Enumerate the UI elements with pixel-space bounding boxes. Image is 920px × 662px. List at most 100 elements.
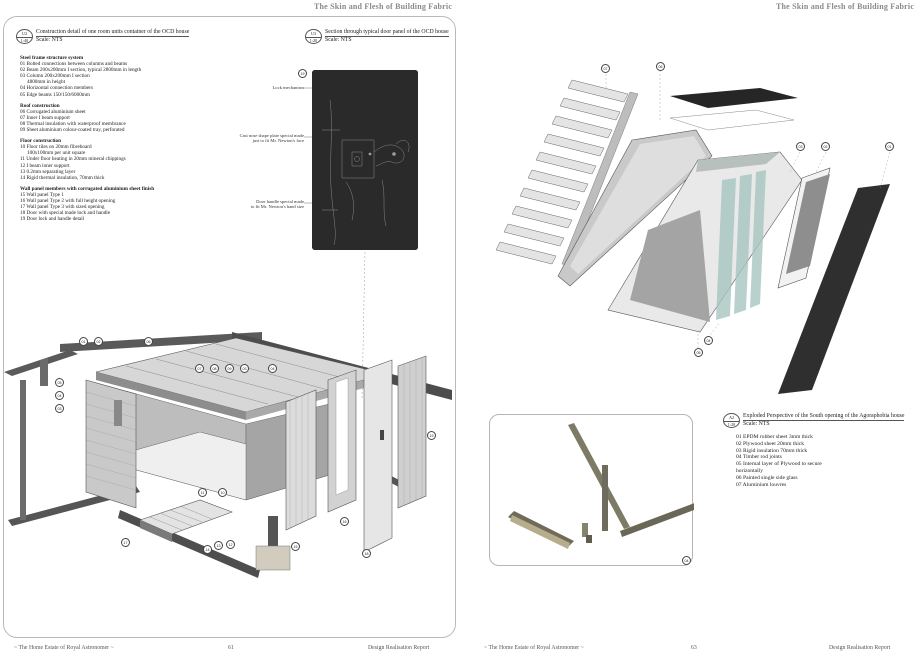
drawing-tag-scale: Scale: NTS	[325, 37, 352, 43]
tag-number: A2	[728, 415, 735, 420]
part-number-marker: 05	[694, 348, 703, 357]
drawing-tag-exploded-perspective: A2 1:20 Exploded Perspective of the Sout…	[723, 413, 905, 428]
legend-heading: Roof construction	[20, 102, 60, 109]
legend-heading: Floor construction	[20, 138, 61, 145]
drawing-tag-title: Exploded Perspective of the South openin…	[743, 413, 905, 419]
right-page: The Skin and Flesh of Building Fabric	[460, 0, 920, 662]
drawing-tag-title: Section through typical door panel of th…	[325, 29, 449, 35]
part-number-marker: 03	[796, 142, 805, 151]
left-page-frame	[3, 16, 456, 638]
legend-item: 02 Beam 200x200mm I section, typical 280…	[20, 67, 142, 74]
legend-item: 04 Horizontal connection members	[20, 85, 94, 92]
tag-rule	[36, 36, 190, 37]
door-lock-sketch	[312, 70, 418, 250]
drawing-tag-badge: A2 1:20	[723, 413, 740, 428]
legend-item: 08 Thermal insulation with waterproof me…	[20, 120, 126, 127]
material-note: 07 Aluminium louvres	[736, 481, 787, 488]
part-number-marker: 08	[210, 364, 219, 373]
legend-item: 07 Inner I beam support	[20, 114, 70, 121]
left-footer-estate: ~ The Home Estate of Royal Astronomer ~	[14, 645, 114, 651]
legend-item: 10 Floor tiles on 20mm fibreboard	[20, 144, 92, 151]
callout-text: Door handle special made	[256, 199, 304, 204]
tag-scale-ratio: 1:40	[20, 38, 29, 43]
material-note: 02 Plywood sheet 20mm thick	[736, 440, 805, 447]
part-number-marker: 06	[144, 337, 153, 346]
part-number-marker: 11	[198, 488, 207, 497]
part-number-marker: 07	[601, 64, 610, 73]
drawing-tag-construction-detail: U2 1:40 Construction detail of one room …	[16, 29, 190, 44]
callout-text: to fit Mr. Newton's hand size	[250, 204, 304, 210]
part-number-marker: 04	[55, 391, 64, 400]
drawing-tag-badge: U2 1:40	[16, 29, 33, 44]
material-note: 04 Timber rod joints	[736, 454, 782, 461]
legend-item: 18 Door with special made lock and handl…	[20, 210, 111, 217]
left-footer-page-number: 61	[228, 645, 234, 651]
right-header-title: The Skin and Flesh of Building Fabric	[776, 2, 915, 11]
part-number-marker: 07	[195, 364, 204, 373]
part-number-marker: 04	[268, 364, 277, 373]
right-footer-report: Design Realisation Report	[829, 645, 891, 651]
material-note: 06 Painted single side glass	[736, 474, 798, 481]
legend-item: 06 Corrugated aluminium sheet	[20, 108, 86, 115]
part-number-marker: 13	[214, 541, 223, 550]
callout-door-handle: Door handle special made to fit Mr. Newt…	[220, 199, 304, 210]
tag-scale-ratio: 1:20	[727, 422, 736, 427]
timber-joint-sketch	[508, 423, 702, 549]
material-notes-list: 01 EPDM rubber sheet 3mm thick 02 Plywoo…	[736, 434, 822, 488]
legend-item: 01 Bolted connections between columns an…	[20, 61, 128, 68]
material-note: horizontally	[736, 467, 764, 474]
drawing-tag-scale: Scale: NTS	[743, 421, 770, 427]
material-note: 03 Rigid insulation 70mm thick	[736, 447, 808, 454]
legend-item: 4800mm in height	[27, 79, 66, 86]
material-note: 05 Internal layer of Plywood to secure	[736, 461, 822, 468]
part-number-marker: 15	[291, 542, 300, 551]
legend-item: 05 Edge beams 150/150/6000mm	[20, 91, 90, 98]
legend-item: 03 Column 200x200mm I section	[20, 73, 90, 80]
part-number-marker: 10	[218, 488, 227, 497]
door-lock-photo	[312, 70, 418, 250]
part-number-marker: 16	[340, 517, 349, 526]
right-footer-estate: ~ The Home Estate of Royal Astronomer ~	[484, 645, 584, 651]
drawing-tag-title: Construction detail of one room units co…	[36, 29, 190, 35]
legend-item: 12 I beam inner support	[20, 162, 70, 169]
construction-legend: Steel frame structure system 01 Bolted c…	[20, 55, 220, 222]
drawing-tag-scale: Scale: NTS	[36, 37, 63, 43]
part-number-marker: 03	[240, 364, 249, 373]
part-number-marker: 12	[226, 540, 235, 549]
callout-text: just to fit Mr. Newton's face	[252, 138, 304, 144]
tag-number: U2	[21, 31, 28, 36]
callout-nose-plate: Cast nose shape plate special made just …	[210, 133, 304, 144]
legend-heading: Wall panel members with corrugated alumi…	[20, 185, 155, 192]
legend-item: 09 Sheet aluminium colour-coated tray, p…	[20, 127, 125, 134]
tag-scale-ratio: 1:20	[309, 38, 318, 43]
timber-joint-inset	[489, 414, 702, 566]
photo-callout-number: 19	[298, 69, 307, 78]
tag-number: U3	[310, 31, 317, 36]
room-unit-isometric-drawing	[4, 332, 452, 578]
part-number-marker: 03	[55, 404, 64, 413]
left-footer-report: Design Realisation Report	[368, 645, 430, 651]
part-number-marker: 01	[79, 337, 88, 346]
legend-item: 15 Wall panel Type 1	[20, 191, 64, 198]
left-header-title: The Skin and Flesh of Building Fabric	[314, 2, 453, 11]
callout-lock-mechanism: Lock mechanism	[232, 85, 304, 90]
legend-heading: Steel frame structure system	[20, 55, 84, 61]
tag-rule	[743, 420, 905, 421]
material-note: 01 EPDM rubber sheet 3mm thick	[736, 434, 813, 440]
part-number-marker: 18	[362, 549, 371, 558]
part-number-marker: 05	[55, 378, 64, 387]
exploded-perspective-drawing	[495, 70, 891, 394]
part-number-marker: 01	[885, 142, 894, 151]
part-number-marker: 04	[682, 556, 691, 565]
legend-item: 100x100mm per unit square	[27, 150, 86, 157]
part-number-marker: 14	[203, 545, 212, 554]
legend-item: 11 Under floor heating in 20mm mineral c…	[20, 156, 126, 163]
left-page: The Skin and Flesh of Building Fabric U2…	[3, 2, 456, 651]
part-number-marker: 19	[427, 431, 436, 440]
part-number-marker: 04	[704, 336, 713, 345]
callout-text: Lock mechanism	[272, 85, 304, 90]
legend-item: 13 0.2mm separating layer	[20, 168, 76, 175]
legend-item: 17 Wall panel Type 3 with sized opening	[20, 204, 105, 211]
part-number-marker: 02	[821, 142, 830, 151]
